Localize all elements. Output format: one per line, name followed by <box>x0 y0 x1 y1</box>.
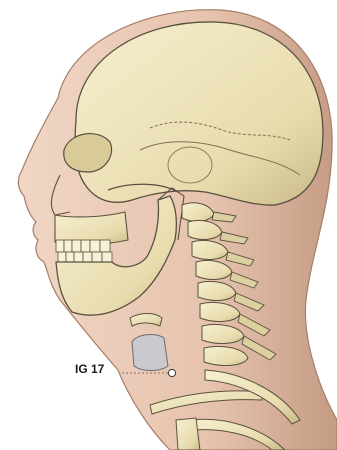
acupoint-marker <box>168 369 175 376</box>
acupoint-label: IG 17 <box>75 363 104 375</box>
eye-socket <box>64 134 112 172</box>
larynx-cartilage <box>132 335 168 371</box>
sternum-top <box>176 418 200 450</box>
teeth <box>56 240 112 263</box>
